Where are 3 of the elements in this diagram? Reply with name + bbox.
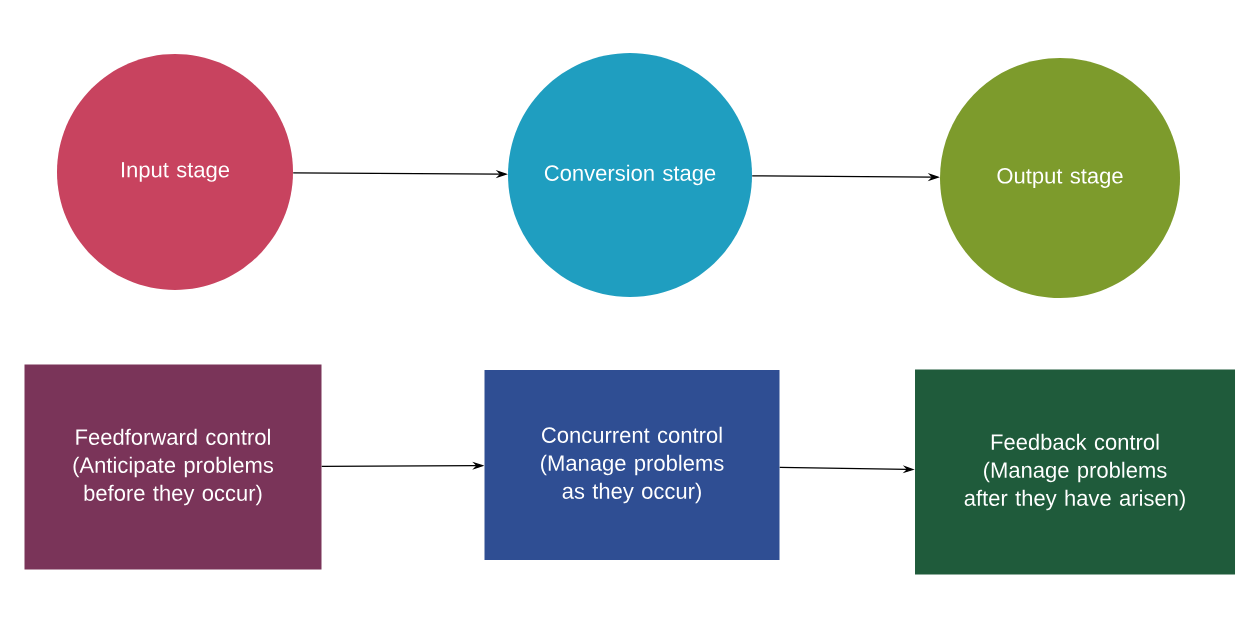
control-box: Feedforward control (Anticipate problems before they occur): [24, 364, 322, 570]
control-box: Feedback control (Manage problems after they have arisen): [915, 369, 1235, 575]
control-box: Concurrent control (Manage problems as they occur): [484, 370, 780, 560]
